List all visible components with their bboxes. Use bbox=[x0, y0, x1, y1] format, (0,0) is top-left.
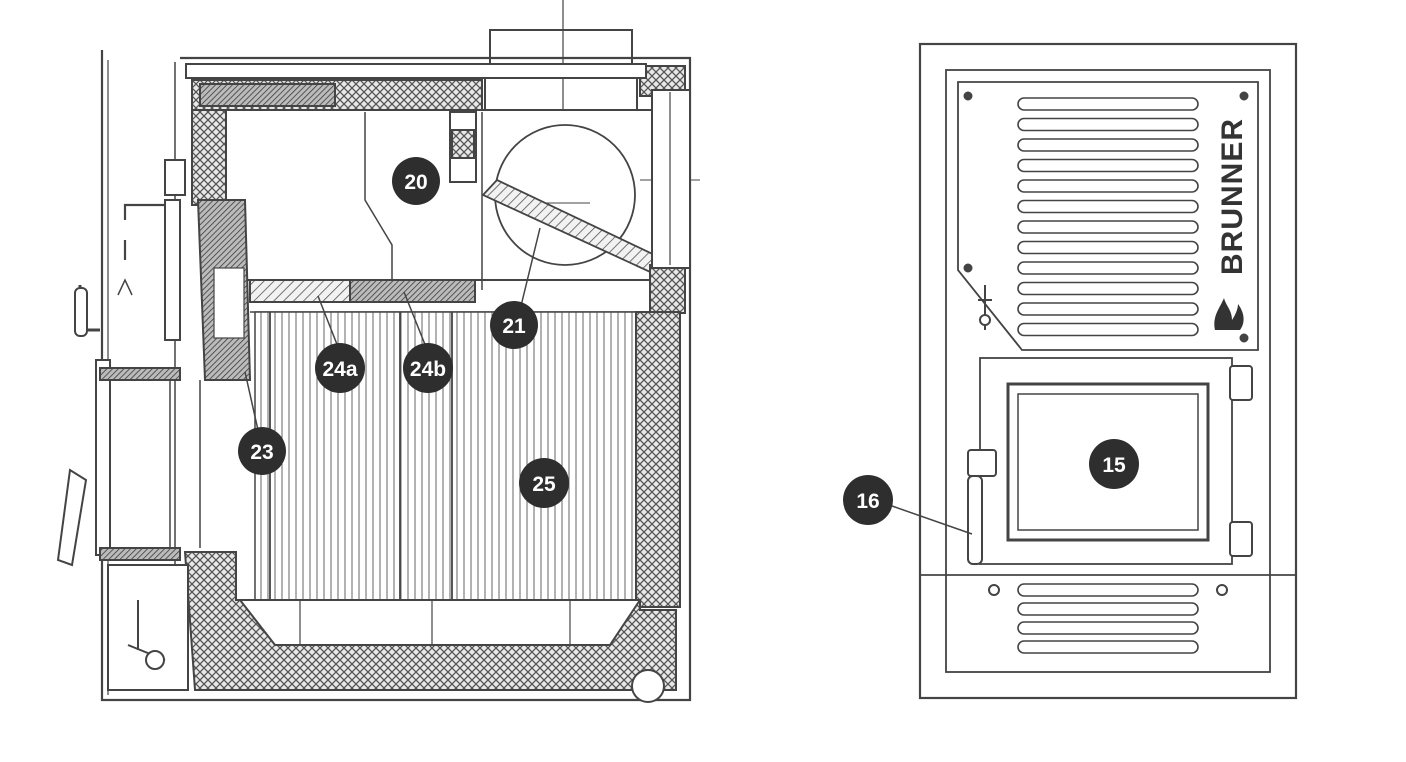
upper-vent-slot-9 bbox=[1017, 261, 1199, 275]
upper-vent-slots bbox=[1017, 97, 1199, 337]
panel-lever-knob bbox=[979, 314, 991, 326]
screw-tr bbox=[1239, 91, 1249, 101]
upper-vent-slot-5 bbox=[1017, 179, 1199, 193]
foot-wheel bbox=[631, 669, 665, 703]
leader-24a bbox=[317, 295, 341, 353]
upper-vent-slot-10 bbox=[1017, 281, 1199, 296]
upper-vent-slot-8 bbox=[1017, 240, 1199, 255]
screw-ml bbox=[963, 263, 973, 273]
marker-24b-label: 24b bbox=[410, 358, 446, 381]
glass-door-frame bbox=[95, 359, 111, 556]
flue-baffle-hatch bbox=[451, 129, 475, 159]
lower-screw-left bbox=[988, 584, 1000, 596]
air-intake-slot bbox=[213, 267, 245, 339]
top-dark-plate bbox=[199, 83, 336, 107]
flame-logo-icon bbox=[1214, 298, 1244, 330]
door-upper bbox=[164, 199, 181, 341]
right-insulation bbox=[635, 311, 681, 608]
inner-frame bbox=[945, 69, 1271, 673]
marker-23-label: 23 bbox=[250, 441, 273, 464]
lower-vent-slot-2 bbox=[1017, 602, 1199, 616]
leader-23 bbox=[244, 371, 259, 431]
left-insulation bbox=[191, 109, 227, 206]
lower-vent-slot-1 bbox=[1017, 583, 1199, 597]
front-lever-fork bbox=[117, 278, 133, 296]
marker-24a-label: 24a bbox=[322, 358, 357, 381]
upper-vent-slot-12 bbox=[1017, 322, 1199, 337]
front-view bbox=[891, 42, 1298, 700]
marker-24b: 24b bbox=[403, 343, 453, 393]
plate-24b bbox=[349, 279, 476, 303]
bottom-control-box bbox=[107, 564, 189, 691]
leader-16 bbox=[891, 505, 973, 535]
marker-21: 21 bbox=[490, 301, 538, 349]
door-bottom-rail bbox=[99, 547, 181, 561]
chamber-divider bbox=[364, 112, 393, 280]
upper-vent-slot-11 bbox=[1017, 302, 1199, 316]
door-handle bbox=[56, 468, 88, 567]
bottom-control-knob bbox=[145, 650, 165, 670]
marker-16-label: 16 bbox=[856, 490, 879, 513]
lower-vent-slot-3 bbox=[1017, 621, 1199, 635]
screw-br bbox=[1239, 333, 1249, 343]
front-bracket bbox=[164, 159, 186, 196]
door-handle-grip bbox=[967, 475, 983, 565]
marker-20-label: 20 bbox=[404, 171, 427, 194]
leader-24b bbox=[403, 291, 429, 353]
upper-vent-slot-1 bbox=[1017, 97, 1199, 111]
leader-21 bbox=[519, 227, 541, 311]
upper-vent-slot-2 bbox=[1017, 117, 1199, 132]
right-wall bbox=[651, 89, 691, 269]
upper-vent-slot-3 bbox=[1017, 138, 1199, 152]
marker-23: 23 bbox=[238, 427, 286, 475]
door-latch bbox=[967, 449, 997, 477]
marker-25-label: 25 bbox=[532, 473, 556, 496]
lower-vent-slot-4 bbox=[1017, 640, 1199, 654]
door-top-rail bbox=[99, 367, 181, 381]
upper-vent-slot-7 bbox=[1017, 220, 1199, 234]
front-handle-bar bbox=[74, 287, 88, 337]
hinge-bottom bbox=[1229, 521, 1253, 557]
flue-collar bbox=[489, 29, 633, 66]
screw-tl bbox=[963, 91, 973, 101]
hinge-top bbox=[1229, 365, 1253, 401]
marker-21-label: 21 bbox=[502, 315, 526, 338]
marker-15: 15 bbox=[1089, 439, 1139, 489]
marker-24a: 24a bbox=[315, 343, 365, 393]
upper-vent-slot-4 bbox=[1017, 158, 1199, 173]
lower-vent-slots bbox=[1017, 583, 1199, 654]
bottom-ash-pan bbox=[237, 599, 642, 646]
front-lever bbox=[123, 203, 180, 260]
right-baffle-block bbox=[649, 264, 686, 314]
upper-vent-slot-6 bbox=[1017, 199, 1199, 214]
section-view bbox=[56, 0, 700, 703]
plate-24a bbox=[249, 279, 351, 303]
marker-20: 20 bbox=[392, 157, 440, 205]
marker-25: 25 bbox=[519, 458, 569, 508]
brand-logo-text: BRUNNER bbox=[1216, 118, 1249, 275]
marker-16: 16 bbox=[843, 475, 893, 525]
marker-15-label: 15 bbox=[1102, 454, 1126, 477]
lower-screw-right bbox=[1216, 584, 1228, 596]
top-rail bbox=[185, 63, 647, 79]
